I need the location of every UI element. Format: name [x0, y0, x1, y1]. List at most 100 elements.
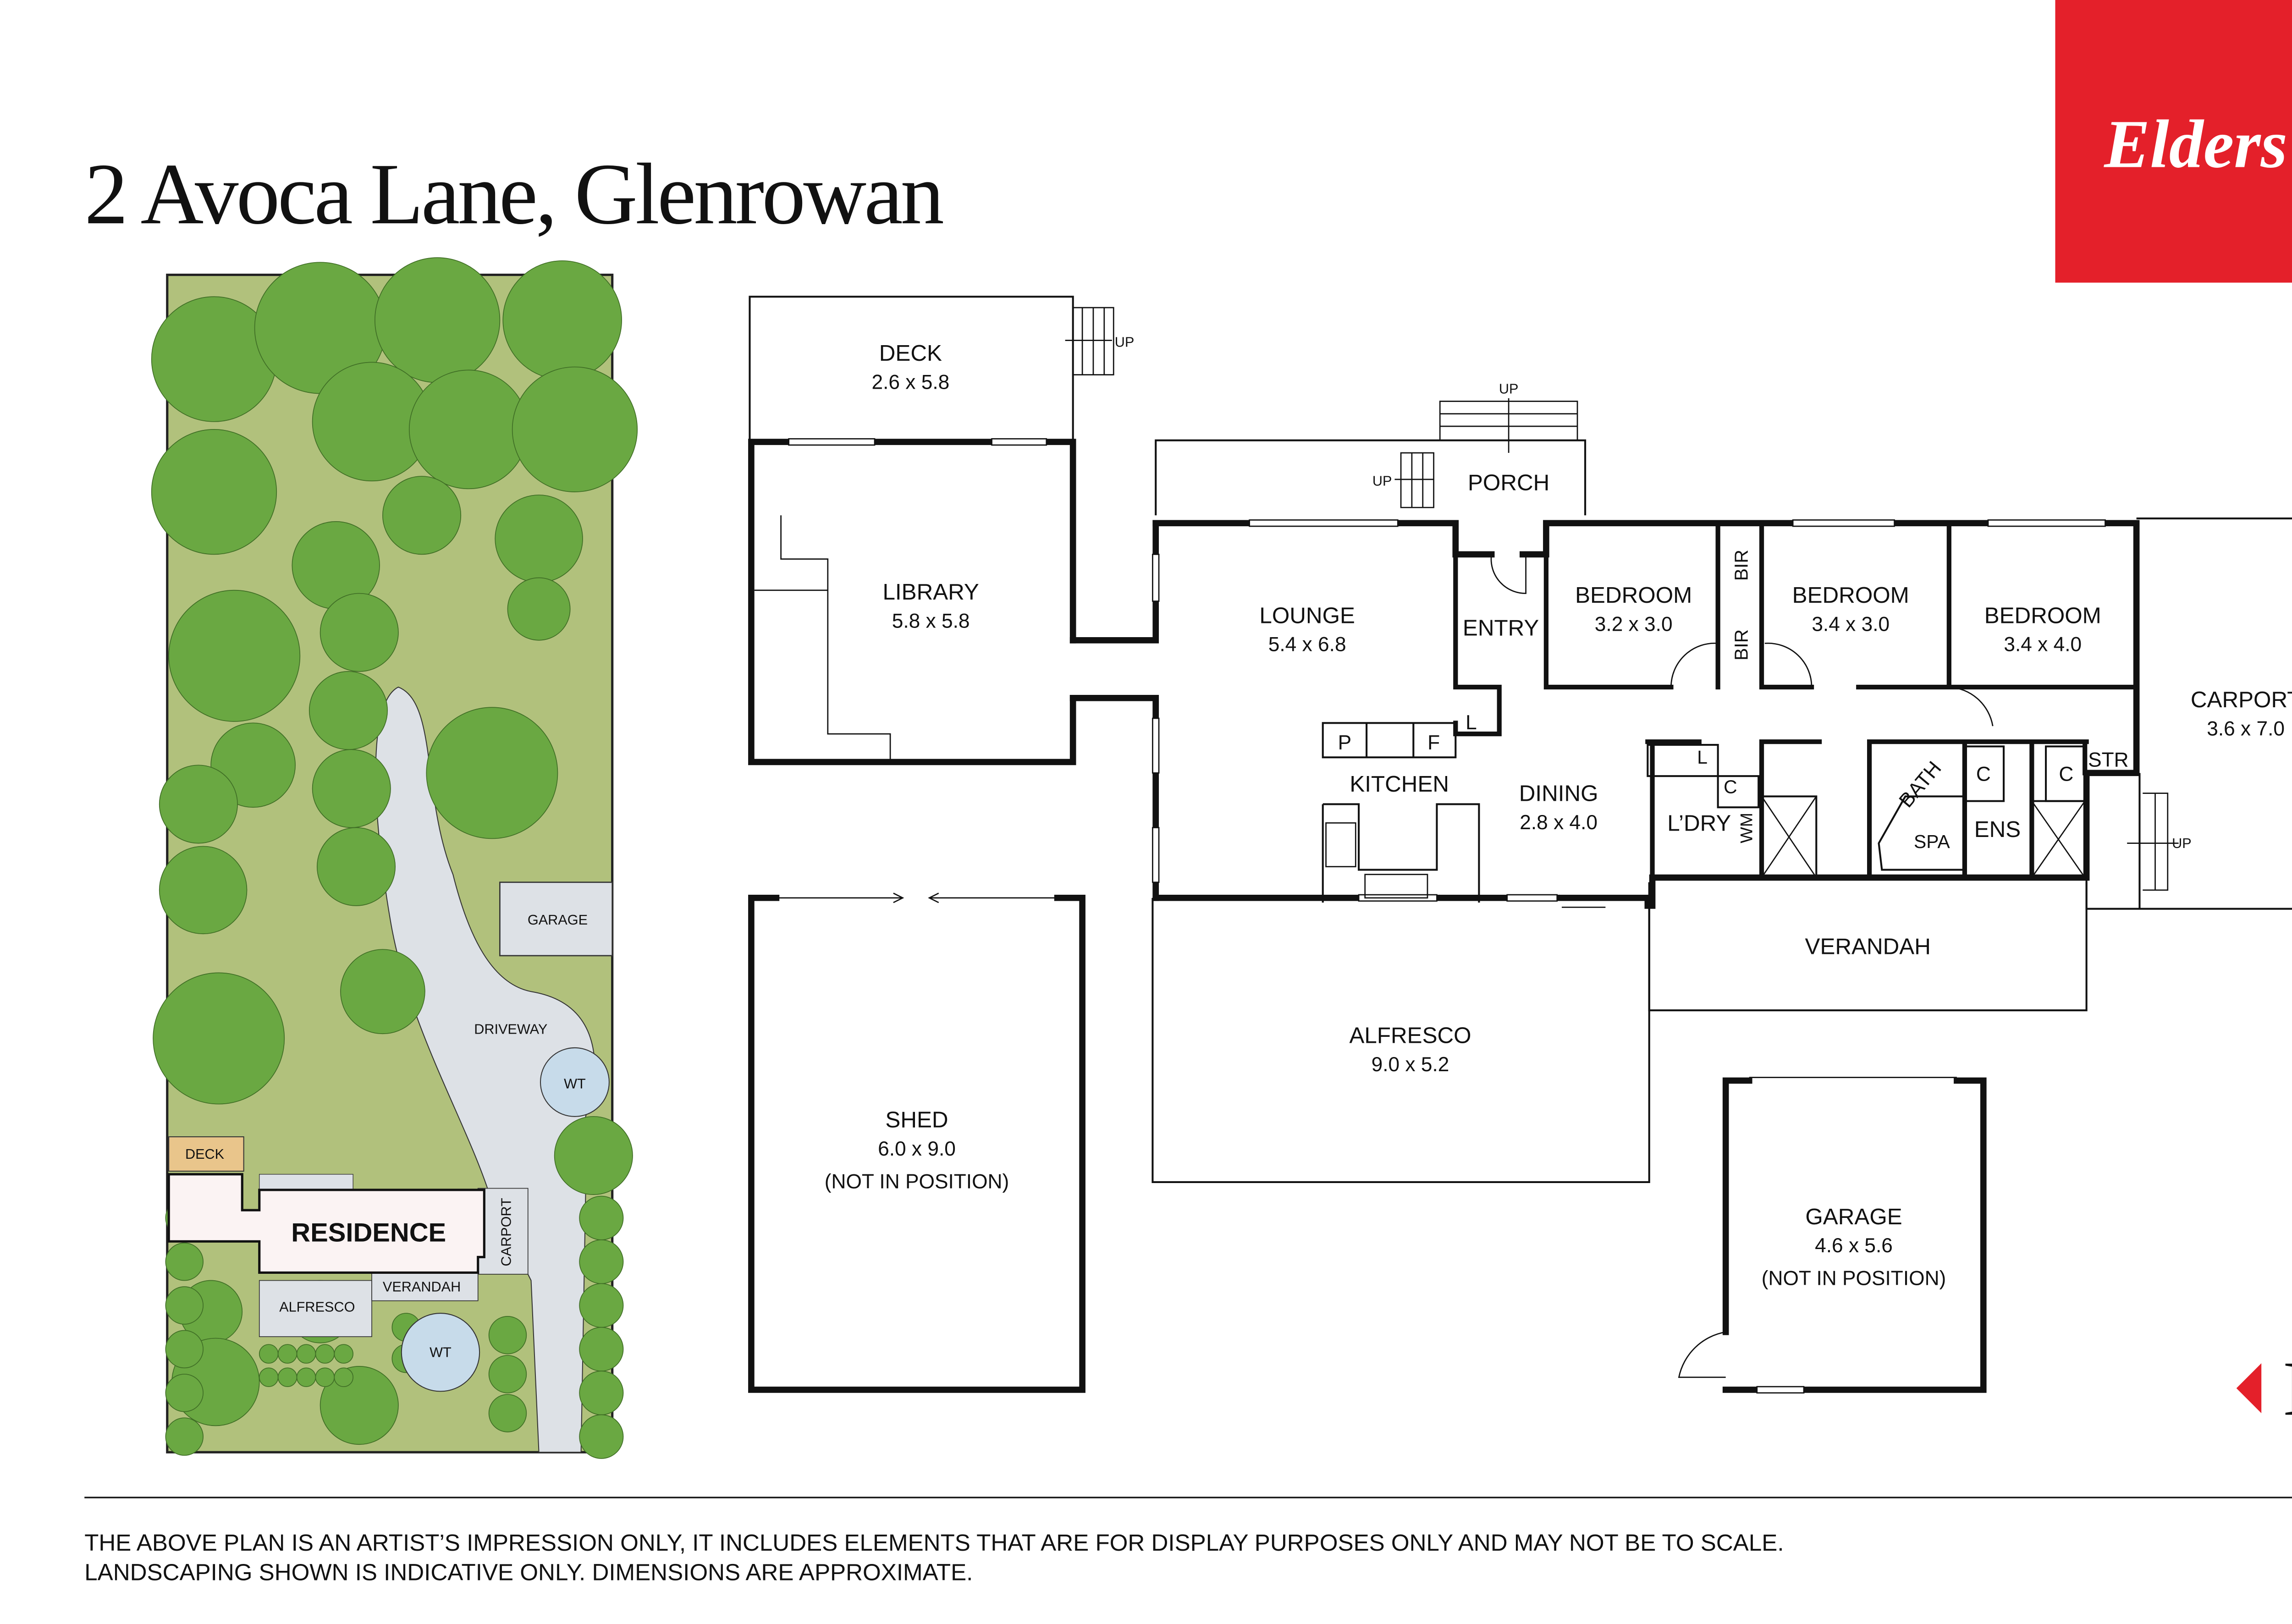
tree-icon — [488, 1355, 527, 1393]
tree-icon — [408, 369, 529, 490]
site-wt2-label: WT — [430, 1344, 452, 1360]
tree-icon — [488, 1394, 527, 1432]
room-ensuite-label: ENS — [1974, 817, 2021, 842]
spa-label: SPA — [1914, 831, 1950, 852]
room-entry-label: ENTRY — [1463, 616, 1539, 641]
site-alfresco — [259, 1280, 372, 1338]
room-alfresco-dims: 9.0 x 5.2 — [1372, 1053, 1449, 1076]
tree-icon — [340, 949, 425, 1035]
room-bedroom3-dims: 3.4 x 4.0 — [2004, 633, 2082, 656]
deck — [749, 296, 1074, 441]
room-bath-label: BATH — [1895, 757, 1945, 812]
north-arrow-icon — [2236, 1363, 2262, 1414]
bir-label: BIR — [1730, 629, 1752, 661]
site-garage — [499, 881, 613, 957]
tree-icon — [277, 1367, 298, 1387]
tree-icon — [334, 1367, 354, 1387]
site-garage-label: GARAGE — [528, 912, 588, 928]
room-dining-label: DINING — [1519, 781, 1598, 806]
garage-walls — [1722, 1077, 1987, 1393]
room-laundry-label: L’DRY — [1667, 810, 1731, 836]
tree-icon — [151, 429, 277, 555]
room-bedroom1-dims: 3.2 x 3.0 — [1595, 613, 1673, 635]
tree-icon — [296, 1367, 316, 1387]
tree-icon — [165, 1242, 204, 1281]
tree-icon — [165, 1286, 204, 1325]
tree-icon — [382, 476, 462, 555]
up-label: UP — [1372, 473, 1392, 489]
tree-icon — [259, 1367, 279, 1387]
disclaimer-line: LANDSCAPING SHOWN IS INDICATIVE ONLY. DI… — [84, 1559, 973, 1585]
tree-icon — [320, 593, 399, 672]
tree-icon — [315, 1344, 335, 1364]
hall-connector-walls — [1069, 520, 1159, 901]
site-carport-label: CARPORT — [498, 1198, 514, 1266]
room-deck-label: DECK — [879, 341, 942, 366]
washing-machine-label: WM — [1737, 813, 1756, 843]
room-library-label: LIBRARY — [882, 579, 979, 605]
elders-logo[interactable]: Elders — [2055, 0, 2292, 283]
site-plan: GARAGE DRIVEWAY WT DECK ALFRESCO VERANDA… — [151, 257, 638, 1459]
room-garage-dims: 4.6 x 5.6 — [1815, 1234, 1893, 1257]
room-carport-label: CARPORT — [2191, 687, 2292, 712]
room-shed-label: SHED — [885, 1107, 948, 1133]
tree-icon — [502, 260, 622, 380]
tree-icon — [495, 495, 583, 583]
site-wt1-label: WT — [564, 1076, 586, 1091]
room-library-dims: 5.8 x 5.8 — [892, 610, 970, 633]
ensuite-cupboard-label: C — [1976, 763, 1991, 785]
disclaimer-line: THE ABOVE PLAN IS AN ARTIST’S IMPRESSION… — [84, 1530, 1784, 1556]
tree-icon — [153, 972, 285, 1105]
room-lounge-label: LOUNGE — [1259, 603, 1355, 628]
room-verandah-label: VERANDAH — [1805, 934, 1931, 959]
tree-icon — [159, 765, 238, 844]
tree-icon — [488, 1316, 527, 1354]
library-walls — [748, 439, 1076, 765]
room-lounge-dims: 5.4 x 6.8 — [1268, 633, 1346, 656]
tree-icon — [316, 827, 396, 906]
shed-walls — [748, 895, 1085, 1393]
room-storage-label: STR — [2088, 749, 2129, 771]
tree-icon — [579, 1283, 624, 1328]
room-garage-note: (NOT IN POSITION) — [1762, 1267, 1946, 1290]
room-kitchen-label: KITCHEN — [1350, 771, 1449, 797]
room-garage-label: GARAGE — [1805, 1204, 1902, 1229]
room-shed-dims: 6.0 x 9.0 — [878, 1138, 956, 1160]
tree-icon — [315, 1367, 335, 1387]
site-driveway-label: DRIVEWAY — [474, 1021, 547, 1037]
tree-icon — [165, 1374, 204, 1412]
site-carport — [477, 1188, 529, 1275]
tree-icon — [277, 1344, 298, 1364]
tree-icon — [312, 749, 391, 828]
room-bedroom2-label: BEDROOM — [1792, 583, 1909, 608]
site-verandah — [371, 1272, 479, 1301]
tree-icon — [334, 1344, 354, 1364]
tree-icon — [507, 577, 571, 641]
tree-icon — [426, 707, 558, 839]
ensuite-cupboard-label: C — [2059, 763, 2073, 785]
laundry-cupboard-label: C — [1724, 776, 1737, 798]
bir-label: BIR — [1730, 550, 1752, 581]
site-residence-label: RESIDENCE — [291, 1218, 446, 1247]
tree-icon — [579, 1239, 624, 1284]
north-label: N — [2283, 1345, 2292, 1431]
tree-icon — [579, 1195, 624, 1240]
laundry-linen-label: L — [1697, 747, 1708, 768]
room-porch-label: PORCH — [1468, 470, 1549, 495]
room-bedroom2-dims: 3.4 x 3.0 — [1812, 613, 1890, 635]
water-tank-2 — [401, 1313, 480, 1392]
site-deck-label: DECK — [185, 1146, 225, 1162]
site-deck — [168, 1136, 244, 1172]
site-residence — [167, 1173, 485, 1274]
tree-icon — [159, 846, 248, 935]
tree-icon — [309, 671, 388, 750]
fridge-label: F — [1427, 732, 1440, 754]
tree-icon — [554, 1116, 633, 1195]
linen-label: L — [1466, 711, 1477, 734]
room-deck-dims: 2.6 x 5.8 — [871, 371, 949, 393]
tree-icon — [168, 589, 301, 722]
up-label: UP — [1499, 381, 1519, 396]
pantry-label: P — [1338, 732, 1352, 754]
page-title: 2 Avoca Lane, Glenrowan — [84, 146, 943, 242]
